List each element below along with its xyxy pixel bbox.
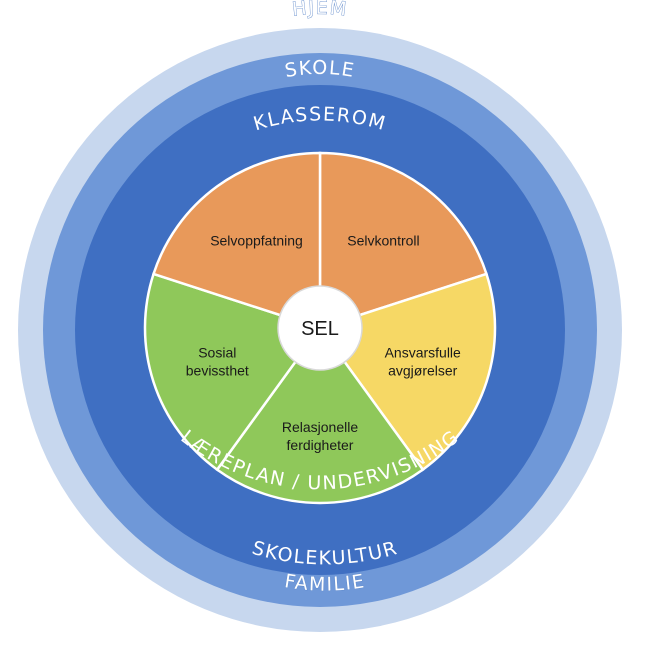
segment-label-line: bevissthet: [186, 362, 249, 378]
segment-label-3: Sosial bevissthet: [186, 344, 249, 378]
segment-label-line: Relasjonelle: [282, 419, 358, 435]
segment-2: [215, 325, 425, 505]
segment-4: [151, 151, 322, 330]
ring-label-skole: SKOLE: [283, 57, 356, 82]
segment-label-2: Relasjonelle ferdigheter: [282, 419, 358, 453]
segment-label-line: Selvkontroll: [347, 233, 419, 249]
ring-label-hjem: HJEM: [291, 0, 349, 21]
center-circle: [277, 285, 363, 371]
segment-label-line: Selvoppfatning: [210, 233, 303, 249]
segment-1: [317, 272, 497, 472]
segment-label-line: avgjørelser: [388, 362, 458, 378]
segment-label-0: Selvkontroll: [347, 233, 419, 249]
segment-label-line: ferdigheter: [287, 437, 354, 453]
segment-3: [143, 272, 323, 472]
segment-label-line: Sosial: [198, 344, 236, 360]
segment-label-1: Ansvarsfulle avgjørelser: [385, 344, 461, 378]
segment-label-line: Ansvarsfulle: [385, 344, 461, 360]
segment-0: [318, 151, 489, 330]
center-label: SEL: [301, 318, 339, 340]
ring-label-familie: FAMILIE: [283, 570, 367, 596]
segment-label-4: Selvoppfatning: [210, 233, 303, 249]
